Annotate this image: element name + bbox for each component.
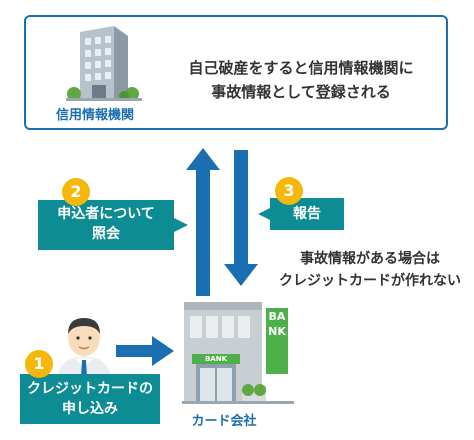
step2-line2: 照会	[92, 226, 120, 242]
card-company-label: カード会社	[191, 414, 257, 429]
step2-callout-bg	[38, 200, 188, 250]
step3-badge: 3	[275, 177, 303, 205]
bank-building-icon	[182, 302, 294, 404]
step1-line2: 申し込み	[62, 401, 118, 417]
step3-callout: 報告	[293, 206, 321, 222]
step3-callout-bg	[258, 198, 344, 230]
note-line2: クレジットカードが作れない	[279, 273, 461, 289]
arrow-right-icon	[116, 336, 174, 366]
arrow-down-icon	[224, 150, 258, 286]
step2-callout: 申込者について 照会	[38, 204, 174, 244]
step1-callout: クレジットカードの 申し込み	[20, 374, 160, 424]
bank-sign-vertical: BANK	[268, 310, 286, 338]
credit-bureau-message: 自己破産をすると信用情報機関に 事故情報として登録される	[160, 56, 442, 104]
office-building-icon	[66, 26, 142, 101]
step1-badge: 1	[25, 350, 53, 378]
step2-badge: 2	[62, 178, 90, 206]
step2-line1: 申込者について	[57, 206, 155, 222]
credit-bureau-label: 信用情報機関	[55, 108, 134, 123]
credit-bureau-message-line1: 自己破産をすると信用情報機関に	[188, 59, 414, 77]
step1-line1: クレジットカードの	[27, 381, 153, 397]
accident-info-note: 事故情報がある場合は クレジットカードが作れない	[270, 248, 470, 292]
bank-door-sign: BANK	[204, 355, 228, 363]
note-line1: 事故情報がある場合は	[300, 251, 440, 267]
arrow-up-icon	[186, 148, 220, 296]
credit-bureau-message-line2: 事故情報として登録される	[211, 83, 391, 101]
